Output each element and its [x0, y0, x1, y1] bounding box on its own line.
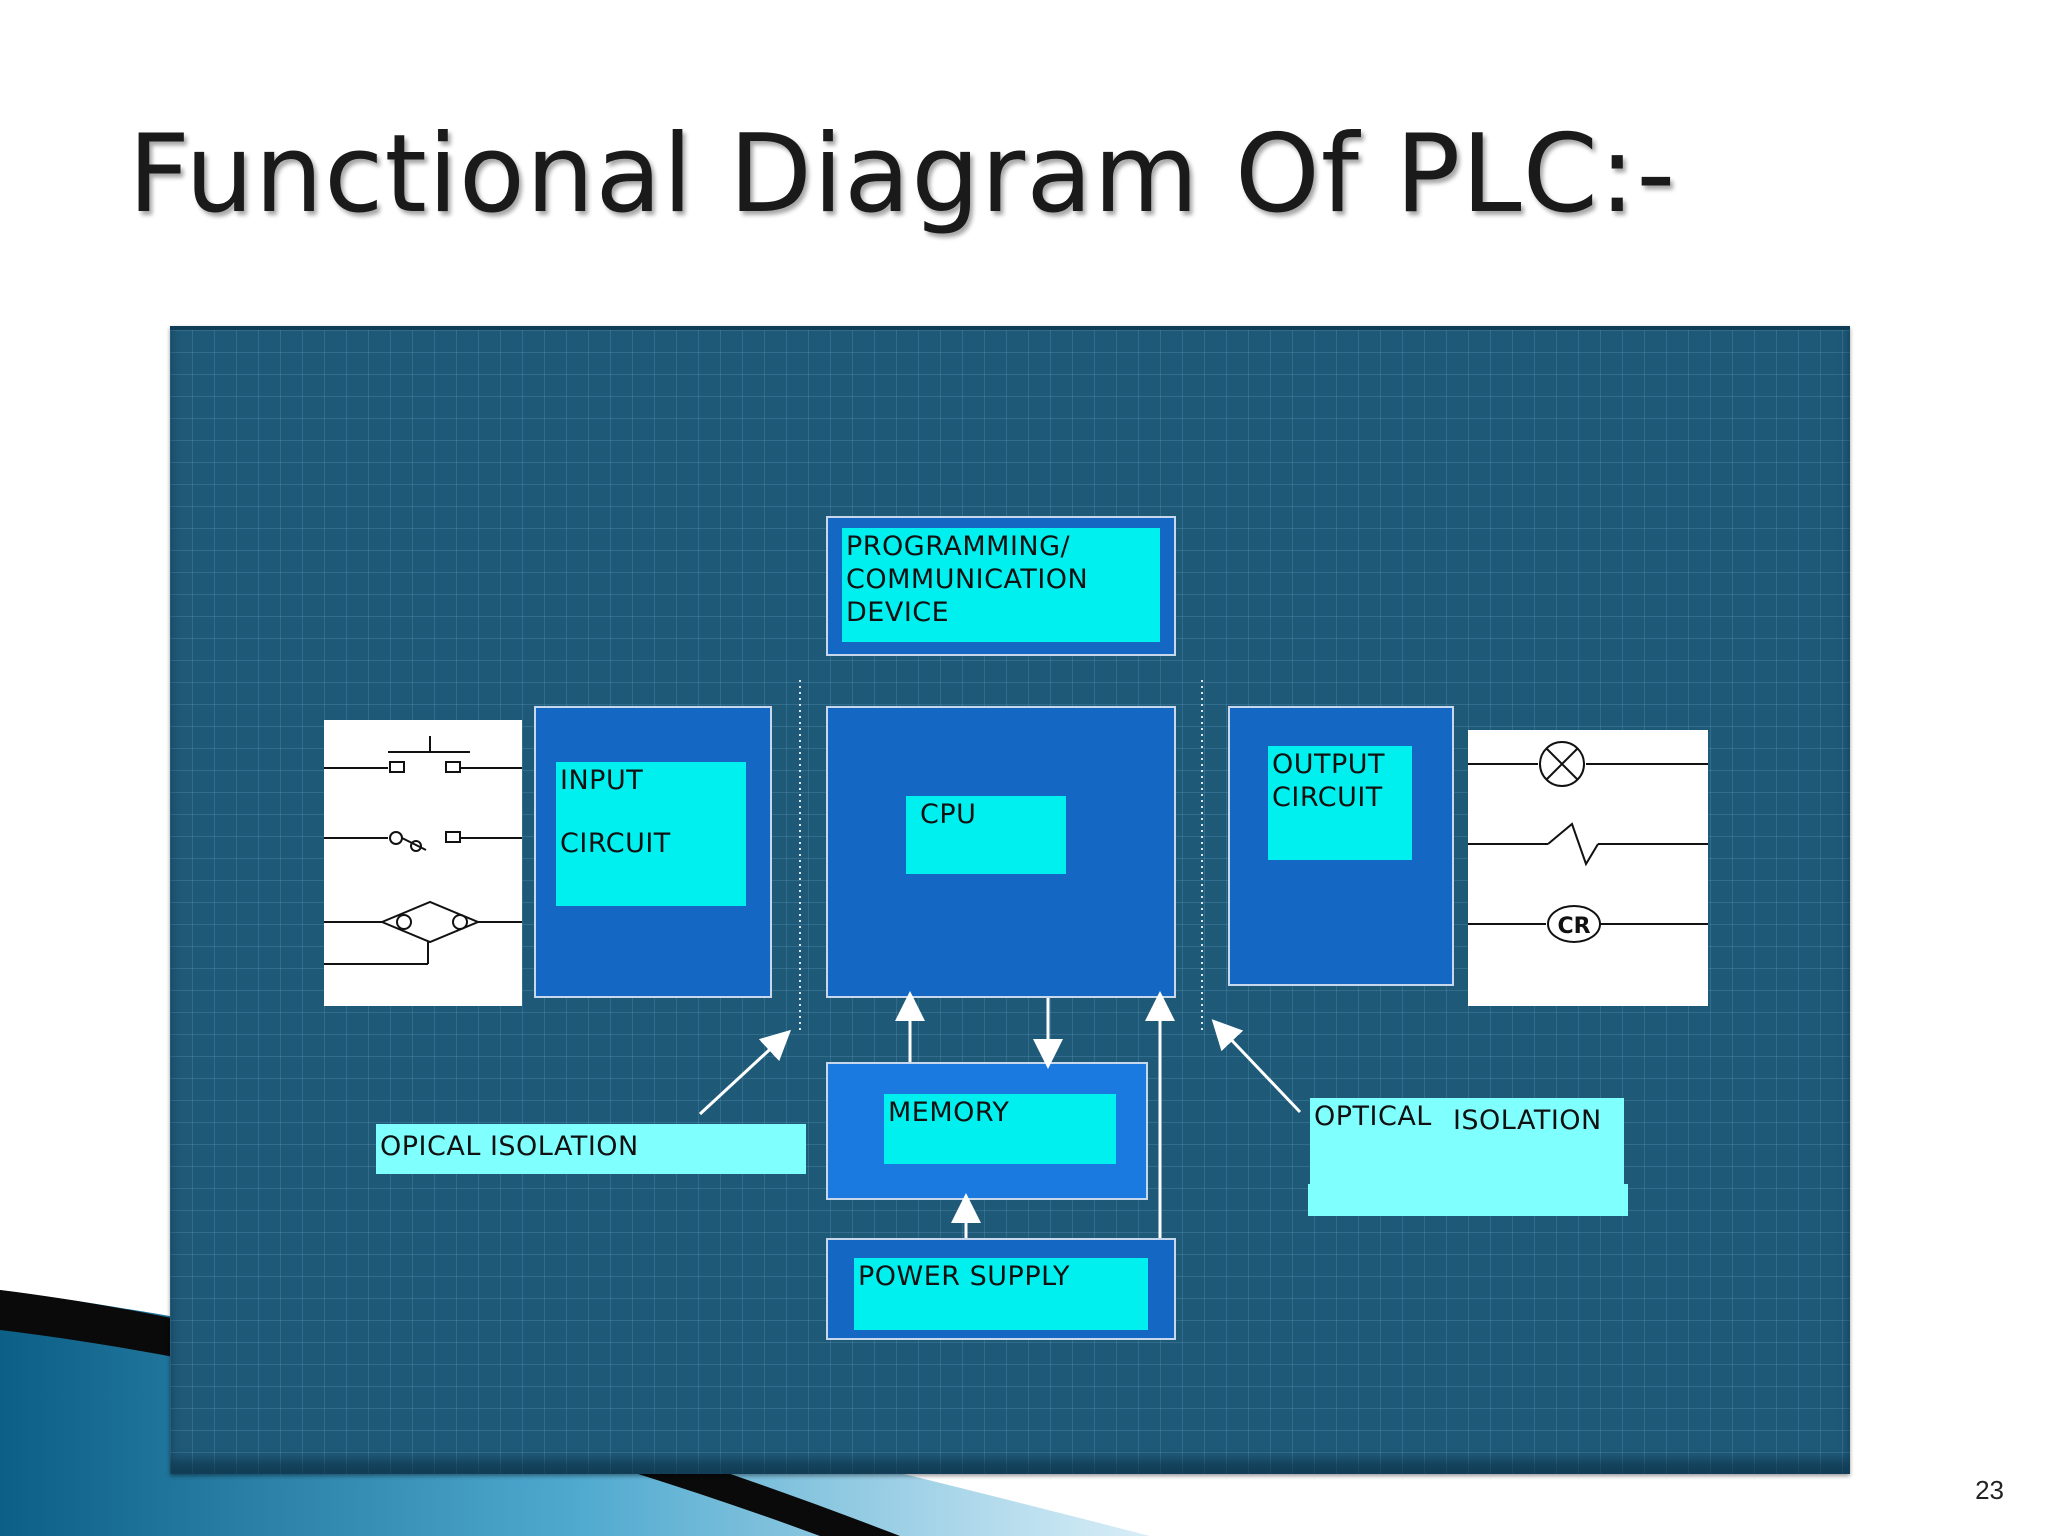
- relay-coil-cr-text: CR: [1557, 914, 1590, 939]
- right-isolation-word2: ISOLATION: [1452, 1105, 1602, 1136]
- output-device-symbols: [1468, 741, 1708, 943]
- output-circuit-label: OUTPUT CIRCUIT: [1268, 746, 1412, 860]
- page-number: 23: [1975, 1475, 2004, 1505]
- left-isolation-pointer: [698, 1029, 792, 1116]
- slide-title: Functional Diagram Of PLC:-: [128, 112, 1677, 237]
- left-isolation-label: OPICAL ISOLATION: [376, 1124, 806, 1174]
- memory-label: MEMORY: [884, 1094, 1116, 1164]
- programming-device-label: PROGRAMMING/ COMMUNICATION DEVICE: [842, 528, 1160, 642]
- cpu-label: CPU: [906, 796, 1066, 874]
- output-devices-panel: [1468, 730, 1708, 1006]
- right-isolation-pointer: [1211, 1019, 1302, 1114]
- right-isolation-word1: OPTICAL: [1314, 1101, 1432, 1132]
- input-circuit-line1: INPUT: [560, 765, 644, 796]
- input-circuit-line2: CIRCUIT: [560, 828, 671, 859]
- input-device-symbols: [324, 736, 522, 965]
- power-supply-label: POWER SUPPLY: [854, 1258, 1148, 1330]
- right-isolation-bottom-strip: [1308, 1184, 1628, 1216]
- input-circuit-label: INPUT CIRCUIT: [556, 762, 746, 906]
